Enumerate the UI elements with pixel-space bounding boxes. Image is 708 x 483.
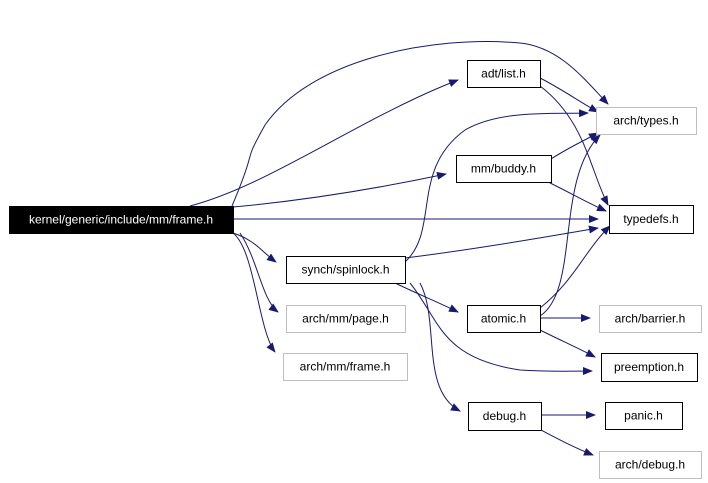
node-label: typedefs.h (623, 212, 678, 226)
edge-list-h-to-types-h (539, 77, 599, 113)
node-label: panic.h (624, 409, 663, 423)
edge-spinlock-h-to-typedefs-h (404, 225, 599, 259)
node-label: mm/buddy.h (471, 162, 536, 176)
node-box (599, 451, 702, 479)
edge-frame-h-to-page-h (239, 232, 279, 313)
node-box (467, 60, 541, 88)
node-label: preemption.h (614, 360, 684, 374)
node-label: arch/mm/frame.h (300, 360, 391, 374)
edge-spinlock-h-to-types-h (404, 109, 589, 263)
edge-debug-h-to-archdebug-h (540, 429, 594, 456)
node-label: arch/debug.h (615, 458, 685, 472)
node-atomic-h[interactable]: atomic.h (467, 305, 541, 333)
edge-atomic-h-to-types-h (539, 134, 601, 317)
node-box (286, 256, 406, 284)
node-typedefs-h[interactable]: typedefs.h (609, 205, 694, 234)
node-spinlock-h[interactable]: synch/spinlock.h (286, 256, 406, 284)
nodes-layer: kernel/generic/include/mm/frame.h adt/lis… (9, 60, 702, 479)
node-label: adt/list.h (481, 67, 526, 81)
node-box (468, 402, 542, 431)
edge-frame-h-to-types-h (231, 41, 609, 207)
node-label: kernel/generic/include/mm/frame.h (29, 213, 213, 227)
node-page-h: arch/mm/page.h (286, 305, 406, 333)
node-box (609, 205, 694, 234)
node-label: atomic.h (481, 312, 526, 326)
node-archdebug-h: arch/debug.h (599, 451, 702, 479)
edge-list-h-to-typedefs-h (539, 85, 609, 206)
node-box (599, 305, 702, 333)
node-buddy-h[interactable]: mm/buddy.h (456, 155, 552, 183)
edge-frame-h-to-spinlock-h (232, 232, 277, 263)
node-label: synch/spinlock.h (301, 263, 389, 277)
edge-frame-h-to-list-h (189, 79, 459, 207)
edges-layer (189, 41, 611, 456)
node-label: arch/mm/page.h (302, 312, 389, 326)
node-list-h[interactable]: adt/list.h (467, 60, 541, 88)
node-box (605, 402, 683, 430)
node-box (286, 305, 406, 333)
node-frame-h[interactable]: kernel/generic/include/mm/frame.h (9, 206, 234, 234)
node-panic-h[interactable]: panic.h (605, 402, 683, 430)
node-label: arch/types.h (613, 114, 678, 128)
node-debug-h[interactable]: debug.h (468, 402, 542, 431)
edge-spinlock-h-to-debug-h (419, 282, 461, 412)
node-label: arch/barrier.h (615, 312, 686, 326)
edge-atomic-h-to-preemption-h (539, 329, 596, 358)
node-box (596, 107, 697, 135)
node-barrier-h: arch/barrier.h (599, 305, 702, 333)
edge-spinlock-h-to-atomic-h (394, 282, 459, 313)
edge-atomic-h-to-typedefs-h (539, 225, 611, 309)
node-box (456, 155, 552, 183)
node-box (467, 305, 541, 333)
edge-frame-h-to-buddy-h (232, 171, 447, 208)
node-label: debug.h (483, 409, 526, 423)
node-box (283, 353, 408, 381)
node-box (9, 206, 234, 234)
node-box (601, 353, 698, 382)
edge-spinlock-h-to-preemption-h (409, 282, 593, 376)
node-preemption-h[interactable]: preemption.h (601, 353, 698, 382)
node-types-h: arch/types.h (596, 107, 697, 135)
edge-frame-h-to-archframe-h (232, 232, 276, 353)
node-archframe-h: arch/mm/frame.h (283, 353, 408, 381)
